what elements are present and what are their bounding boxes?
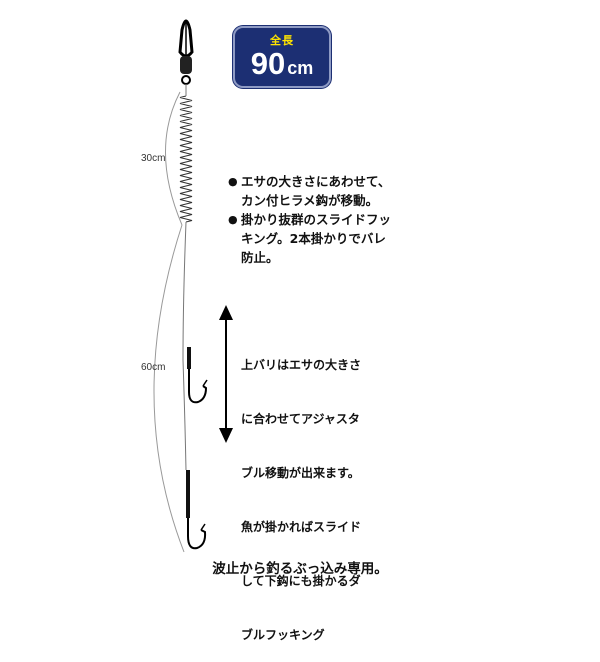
badge-unit: cm — [287, 58, 314, 78]
description-line: ブルフッキング — [241, 628, 325, 642]
feature-text: エサの大きさにあわせて、 カン付ヒラメ鈎が移動。 — [241, 174, 391, 208]
length-bracket-30cm — [165, 91, 183, 226]
badge-label: 全長 — [270, 34, 294, 47]
feature-text: 掛かり抜群のスライドフッ キング。2本掛かりでバレ 防止。 — [241, 212, 392, 265]
description-line: ブル移動が出来ます。 — [241, 466, 360, 480]
description-line: 魚が掛かればスライド — [241, 520, 362, 534]
snap-swivel-icon — [178, 19, 194, 85]
description-line: に合わせてアジャスタ — [241, 412, 360, 426]
slide-range-arrow — [219, 305, 233, 443]
feature-item: ● エサの大きさにあわせて、 カン付ヒラメ鈎が移動。 — [228, 172, 448, 210]
rig-diagram — [153, 19, 233, 553]
bullet-icon: ● — [228, 213, 238, 226]
caption: 波止から釣るぶっ込み専用。 — [212, 561, 388, 577]
badge-value: 90 — [250, 46, 286, 81]
feature-list: ● エサの大きさにあわせて、 カン付ヒラメ鈎が移動。 ● 掛かり抜群のスライドフ… — [228, 172, 448, 267]
coil-spring — [179, 95, 193, 223]
slide-description: 上バリはエサの大きさ に合わせてアジャスタ ブル移動が出来ます。 魚が掛かればス… — [241, 320, 431, 662]
lower-length-label: 60cm — [141, 362, 166, 373]
description-line: 上バリはエサの大きさ — [241, 358, 362, 372]
upper-hook-icon — [187, 347, 208, 404]
feature-item: ● 掛かり抜群のスライドフッ キング。2本掛かりでバレ 防止。 — [228, 210, 448, 267]
description-line: して下鈎にも掛かるダ — [241, 574, 361, 588]
upper-length-label: 30cm — [141, 153, 166, 164]
length-bracket-60cm — [153, 224, 185, 553]
bullet-icon: ● — [228, 175, 238, 188]
lower-hook-icon — [186, 470, 207, 550]
main-line — [182, 84, 187, 471]
